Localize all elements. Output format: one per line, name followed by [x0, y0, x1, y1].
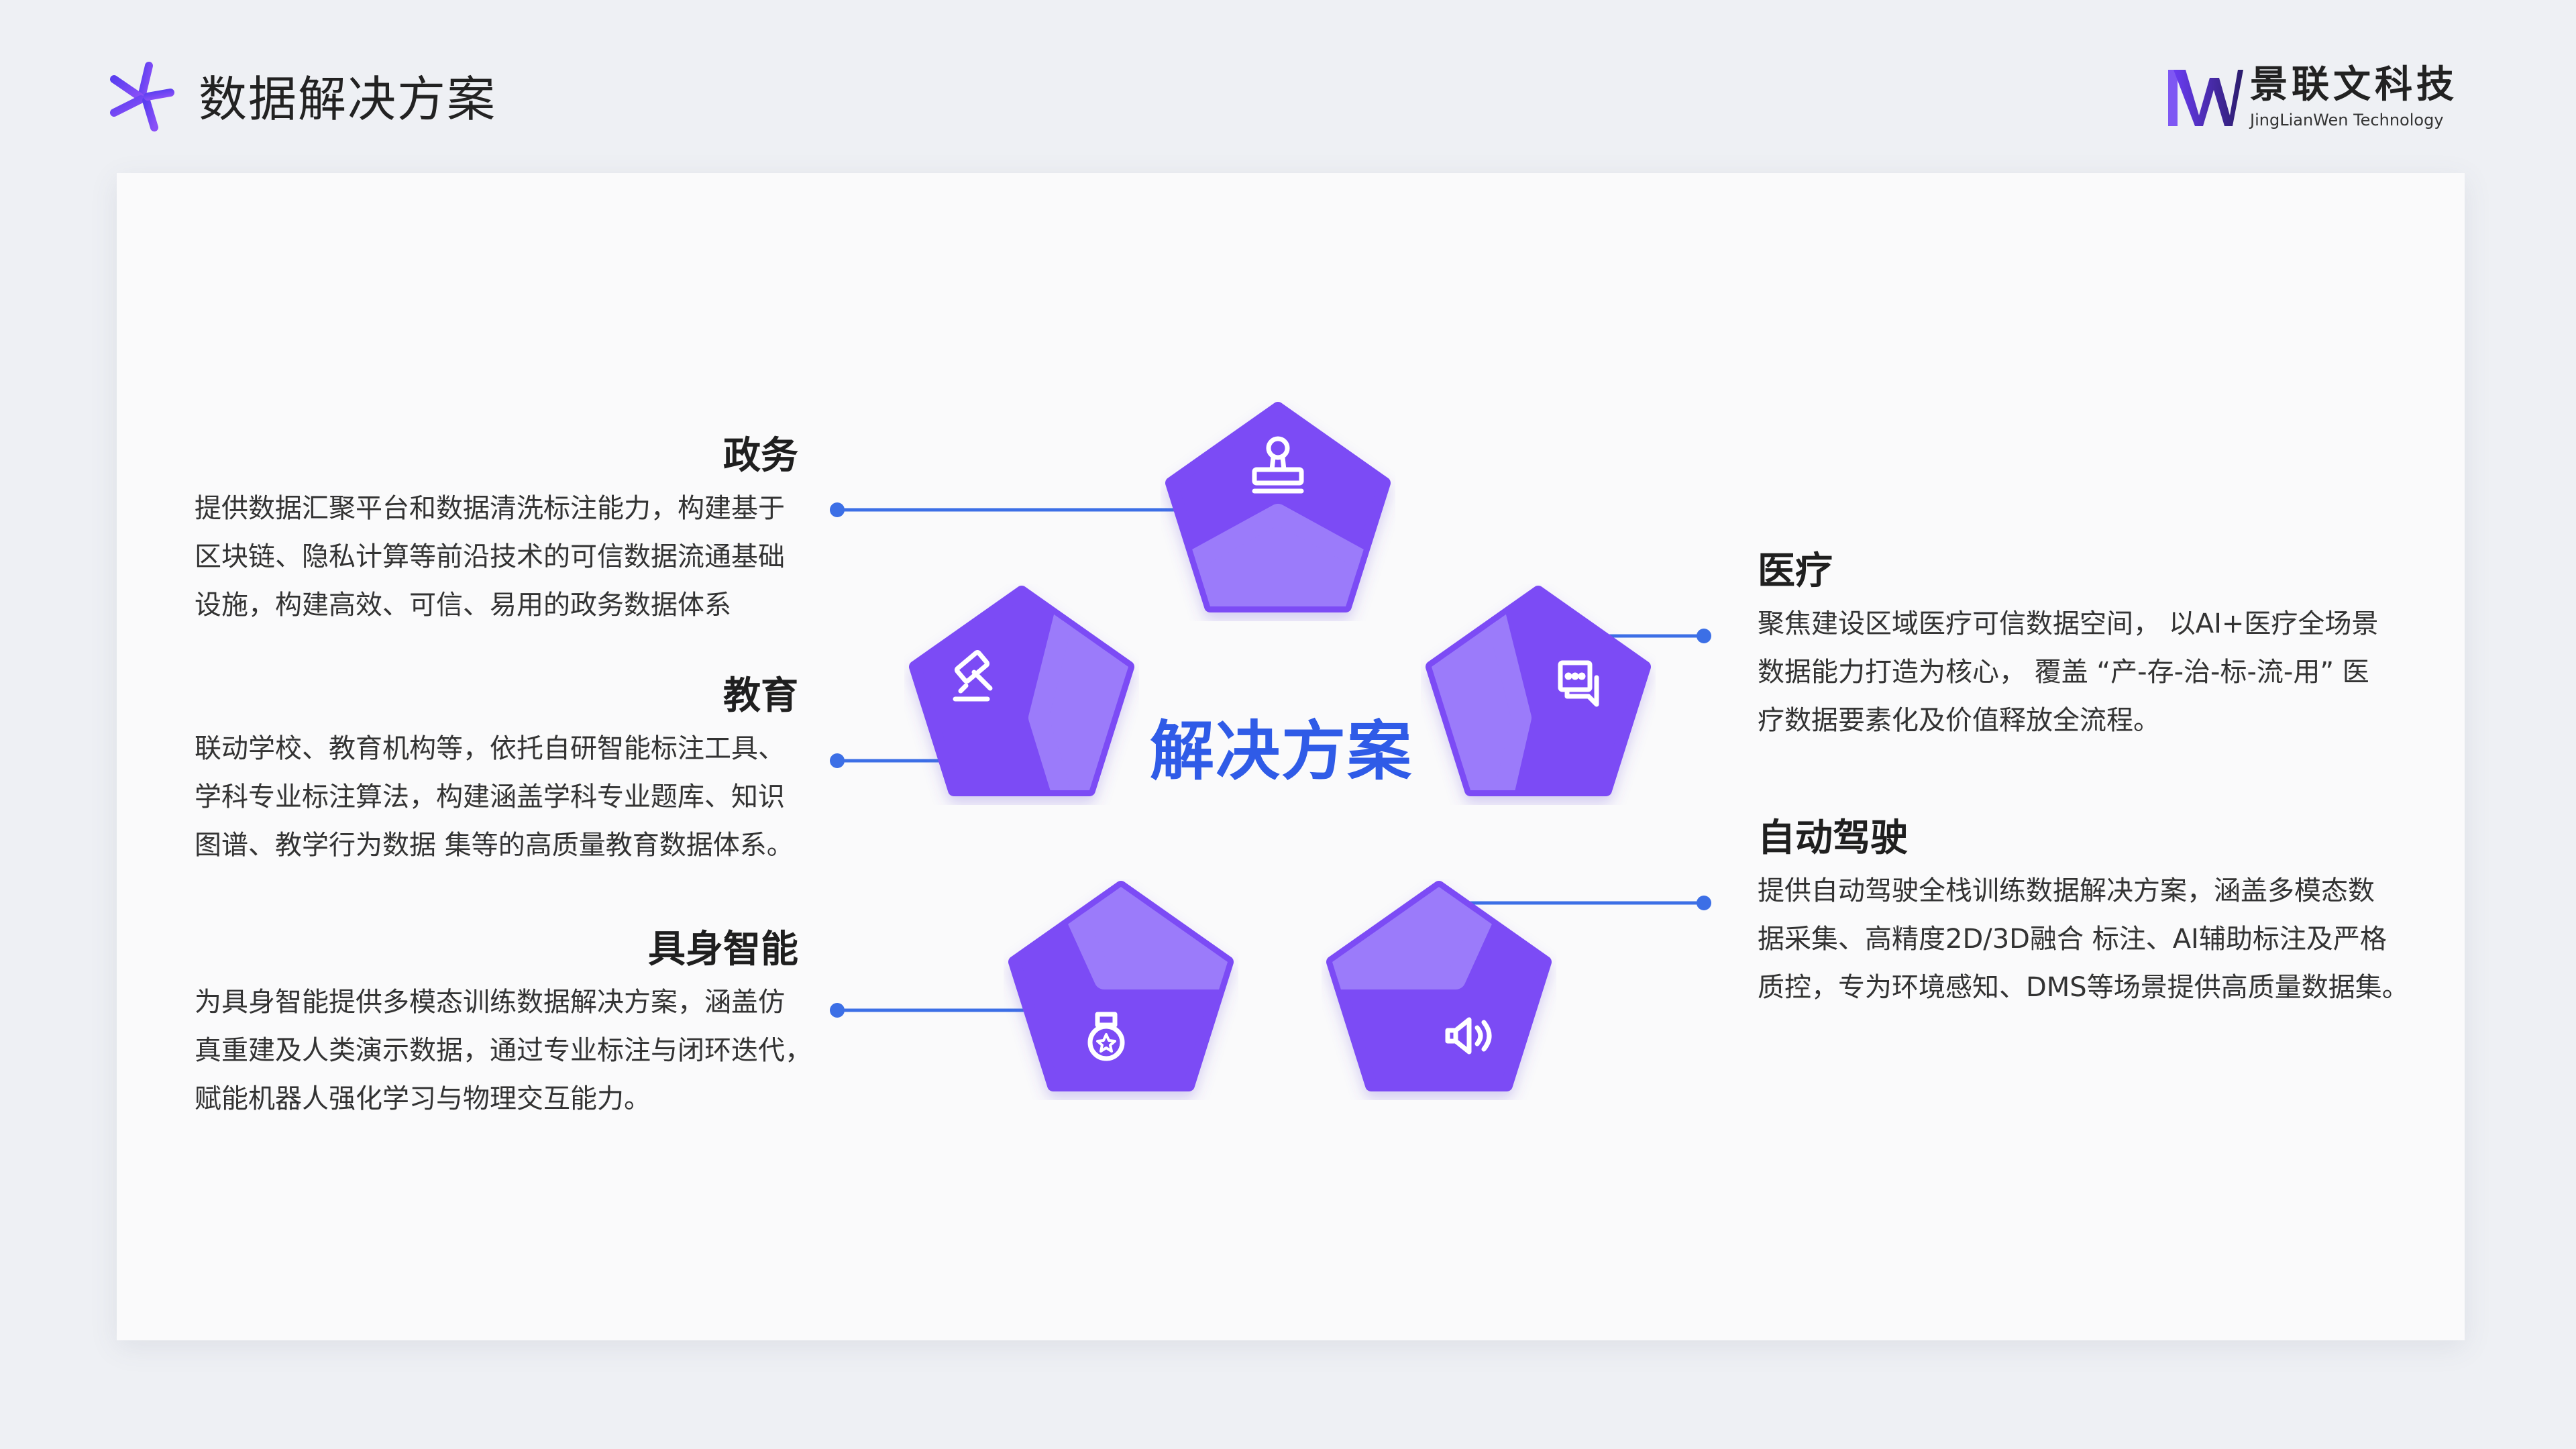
center-label: 解决方案: [1150, 714, 1413, 789]
solution-education: 教育 联动学校、教育机构等，依托自研智能标注工具、 学科专业标注算法，构建涵盖学…: [195, 669, 798, 869]
brand-logo: 景联文科技 JingLianWen Technology: [2165, 60, 2461, 134]
solution-description: 为具身智能提供多模态训练数据解决方案，涵盖仿 真重建及人类演示数据，通过专业标注…: [195, 987, 812, 1114]
solution-title: 教育: [723, 674, 798, 718]
asterisk-logo-icon: [107, 59, 174, 134]
jlw-logo-mark-icon: [2165, 66, 2245, 130]
medal-icon: [1087, 1012, 1125, 1061]
solution-description: 提供自动驾驶全栈训练数据解决方案，涵盖多模态数 据采集、高精度2D/3D融合 标…: [1758, 875, 2409, 1003]
content-card: [117, 173, 2465, 1340]
brand-name: 景联文科技: [2250, 63, 2458, 107]
pentagon-node-education: [904, 584, 1139, 805]
solution-title: 自动驾驶: [1758, 816, 1908, 860]
pentagon-node-autonomous: [1322, 879, 1556, 1100]
solution-title: 医疗: [1758, 549, 1833, 593]
stamp-icon: [1252, 436, 1304, 494]
pentagon-node-government: [1161, 400, 1395, 621]
chat-icon: [1558, 660, 1599, 707]
solution-embodied: 具身智能 为具身智能提供多模态训练数据解决方案，涵盖仿 真重建及人类演示数据，通…: [195, 923, 812, 1123]
solution-title: 具身智能: [648, 928, 798, 971]
pentagon-node-embodied: [1004, 879, 1238, 1100]
speaker-icon: [1445, 1017, 1492, 1055]
brand-subtitle: JingLianWen Technology: [2250, 111, 2444, 129]
page-title: 数据解决方案: [199, 71, 497, 127]
solution-government: 政务 提供数据汇聚平台和数据清洗标注能力，构建基于 区块链、隐私计算等前沿技术的…: [195, 429, 798, 629]
solution-description: 聚焦建设区域医疗可信数据空间， 以AI+医疗全场景 数据能力打造为核心， 覆盖 …: [1758, 608, 2379, 736]
solution-description: 提供数据汇聚平台和数据清洗标注能力，构建基于 区块链、隐私计算等前沿技术的可信数…: [195, 493, 785, 621]
pentagon-node-medical: [1421, 584, 1656, 805]
solution-autonomous: 自动驾驶 提供自动驾驶全栈训练数据解决方案，涵盖多模态数 据采集、高精度2D/3…: [1758, 812, 2428, 1012]
solution-title: 政务: [723, 434, 798, 478]
gavel-icon: [953, 650, 993, 702]
solution-medical: 医疗 聚焦建设区域医疗可信数据空间， 以AI+医疗全场景 数据能力打造为核心， …: [1758, 545, 2428, 745]
solution-description: 联动学校、教育机构等，依托自研智能标注工具、 学科专业标注算法，构建涵盖学科专业…: [195, 733, 794, 861]
